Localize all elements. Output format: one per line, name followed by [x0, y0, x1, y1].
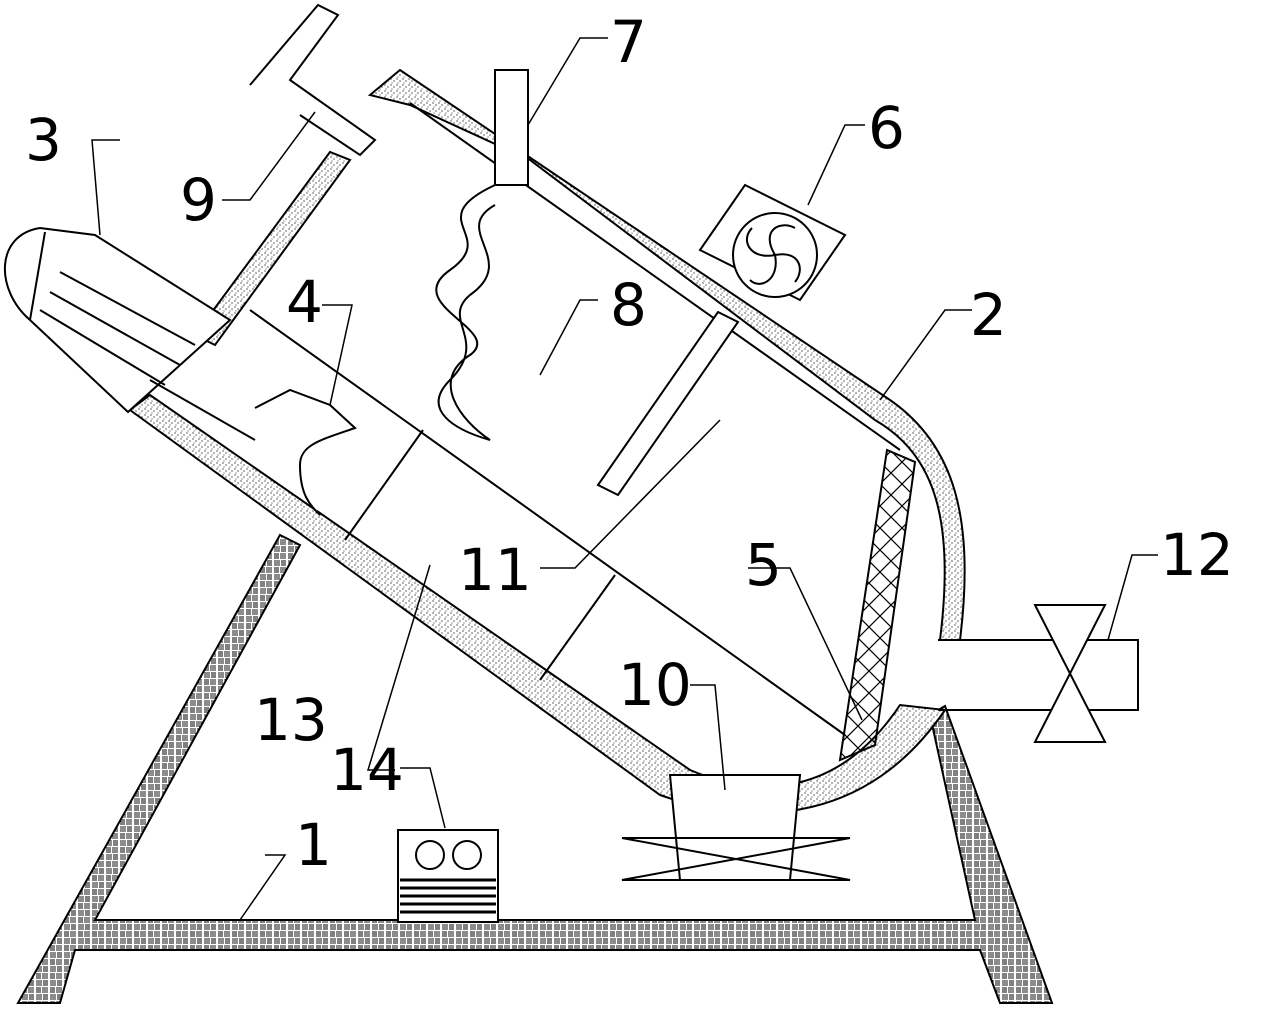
label-7: 7 — [610, 8, 647, 76]
fan — [698, 183, 847, 302]
label-14: 14 — [330, 736, 404, 804]
base-frame — [16, 533, 1054, 1004]
label-11: 11 — [458, 536, 532, 604]
label-12: 12 — [1160, 521, 1234, 589]
label-3: 3 — [25, 106, 62, 174]
label-2: 2 — [970, 281, 1007, 349]
leader-lines — [91, 37, 1158, 921]
label-5: 5 — [745, 531, 782, 599]
partition — [249, 309, 846, 736]
rod — [596, 310, 740, 497]
discharge-outlet — [621, 774, 851, 881]
inlet-pipe — [494, 69, 529, 186]
motor — [3, 226, 256, 441]
heating-coil — [435, 184, 496, 441]
valve-pipe — [938, 604, 1139, 743]
label-13: 13 — [254, 686, 328, 754]
filter-screen — [838, 448, 917, 762]
stirrer — [254, 388, 357, 516]
label-1: 1 — [295, 811, 332, 879]
label-4: 4 — [286, 268, 323, 336]
label-9: 9 — [180, 166, 217, 234]
feed-pipe — [249, 3, 377, 157]
control-box — [397, 829, 499, 923]
label-6: 6 — [868, 94, 905, 162]
label-8: 8 — [610, 271, 647, 339]
label-10: 10 — [618, 651, 692, 719]
